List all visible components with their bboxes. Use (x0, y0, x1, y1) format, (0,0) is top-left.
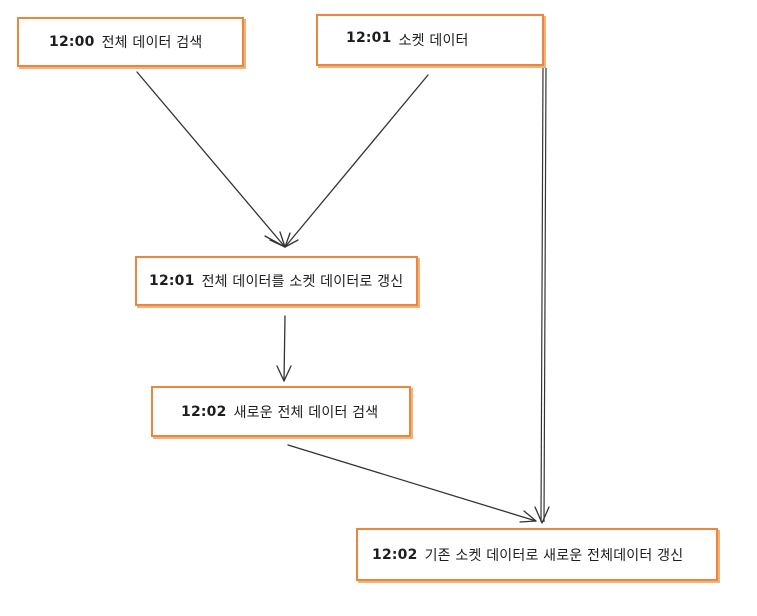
node-time: 12:01 (149, 273, 195, 289)
node-update-new-with-old-socket: 12:02 기존 소켓 데이터로 새로운 전체데이터 갱신 (356, 528, 718, 581)
node-time: 12:02 (372, 546, 418, 563)
edge-n2-n5 (534, 67, 550, 524)
node-label: 전체 데이터 검색 (101, 35, 203, 51)
node-label: 전체 데이터를 소켓 데이터로 갱신 (201, 274, 404, 290)
node-label: 기존 소켓 데이터로 새로운 전체데이터 갱신 (424, 547, 684, 564)
node-label: 소켓 데이터 (398, 33, 469, 49)
node-initial-full-search: 12:00 전체 데이터 검색 (17, 17, 244, 67)
edge-n1-n3 (136, 71, 286, 248)
edge-n4-n5 (287, 444, 537, 523)
node-update-with-socket: 12:01 전체 데이터를 소켓 데이터로 갱신 (135, 256, 418, 306)
node-socket-data: 12:01 소켓 데이터 (316, 14, 544, 66)
edge-n3-n4 (276, 315, 292, 382)
node-label: 새로운 전체 데이터 검색 (233, 404, 379, 421)
edge-n2-n3 (284, 74, 429, 248)
node-time: 12:01 (346, 30, 392, 46)
node-new-full-search: 12:02 새로운 전체 데이터 검색 (151, 386, 411, 437)
node-time: 12:00 (49, 34, 95, 50)
node-time: 12:02 (181, 403, 227, 420)
